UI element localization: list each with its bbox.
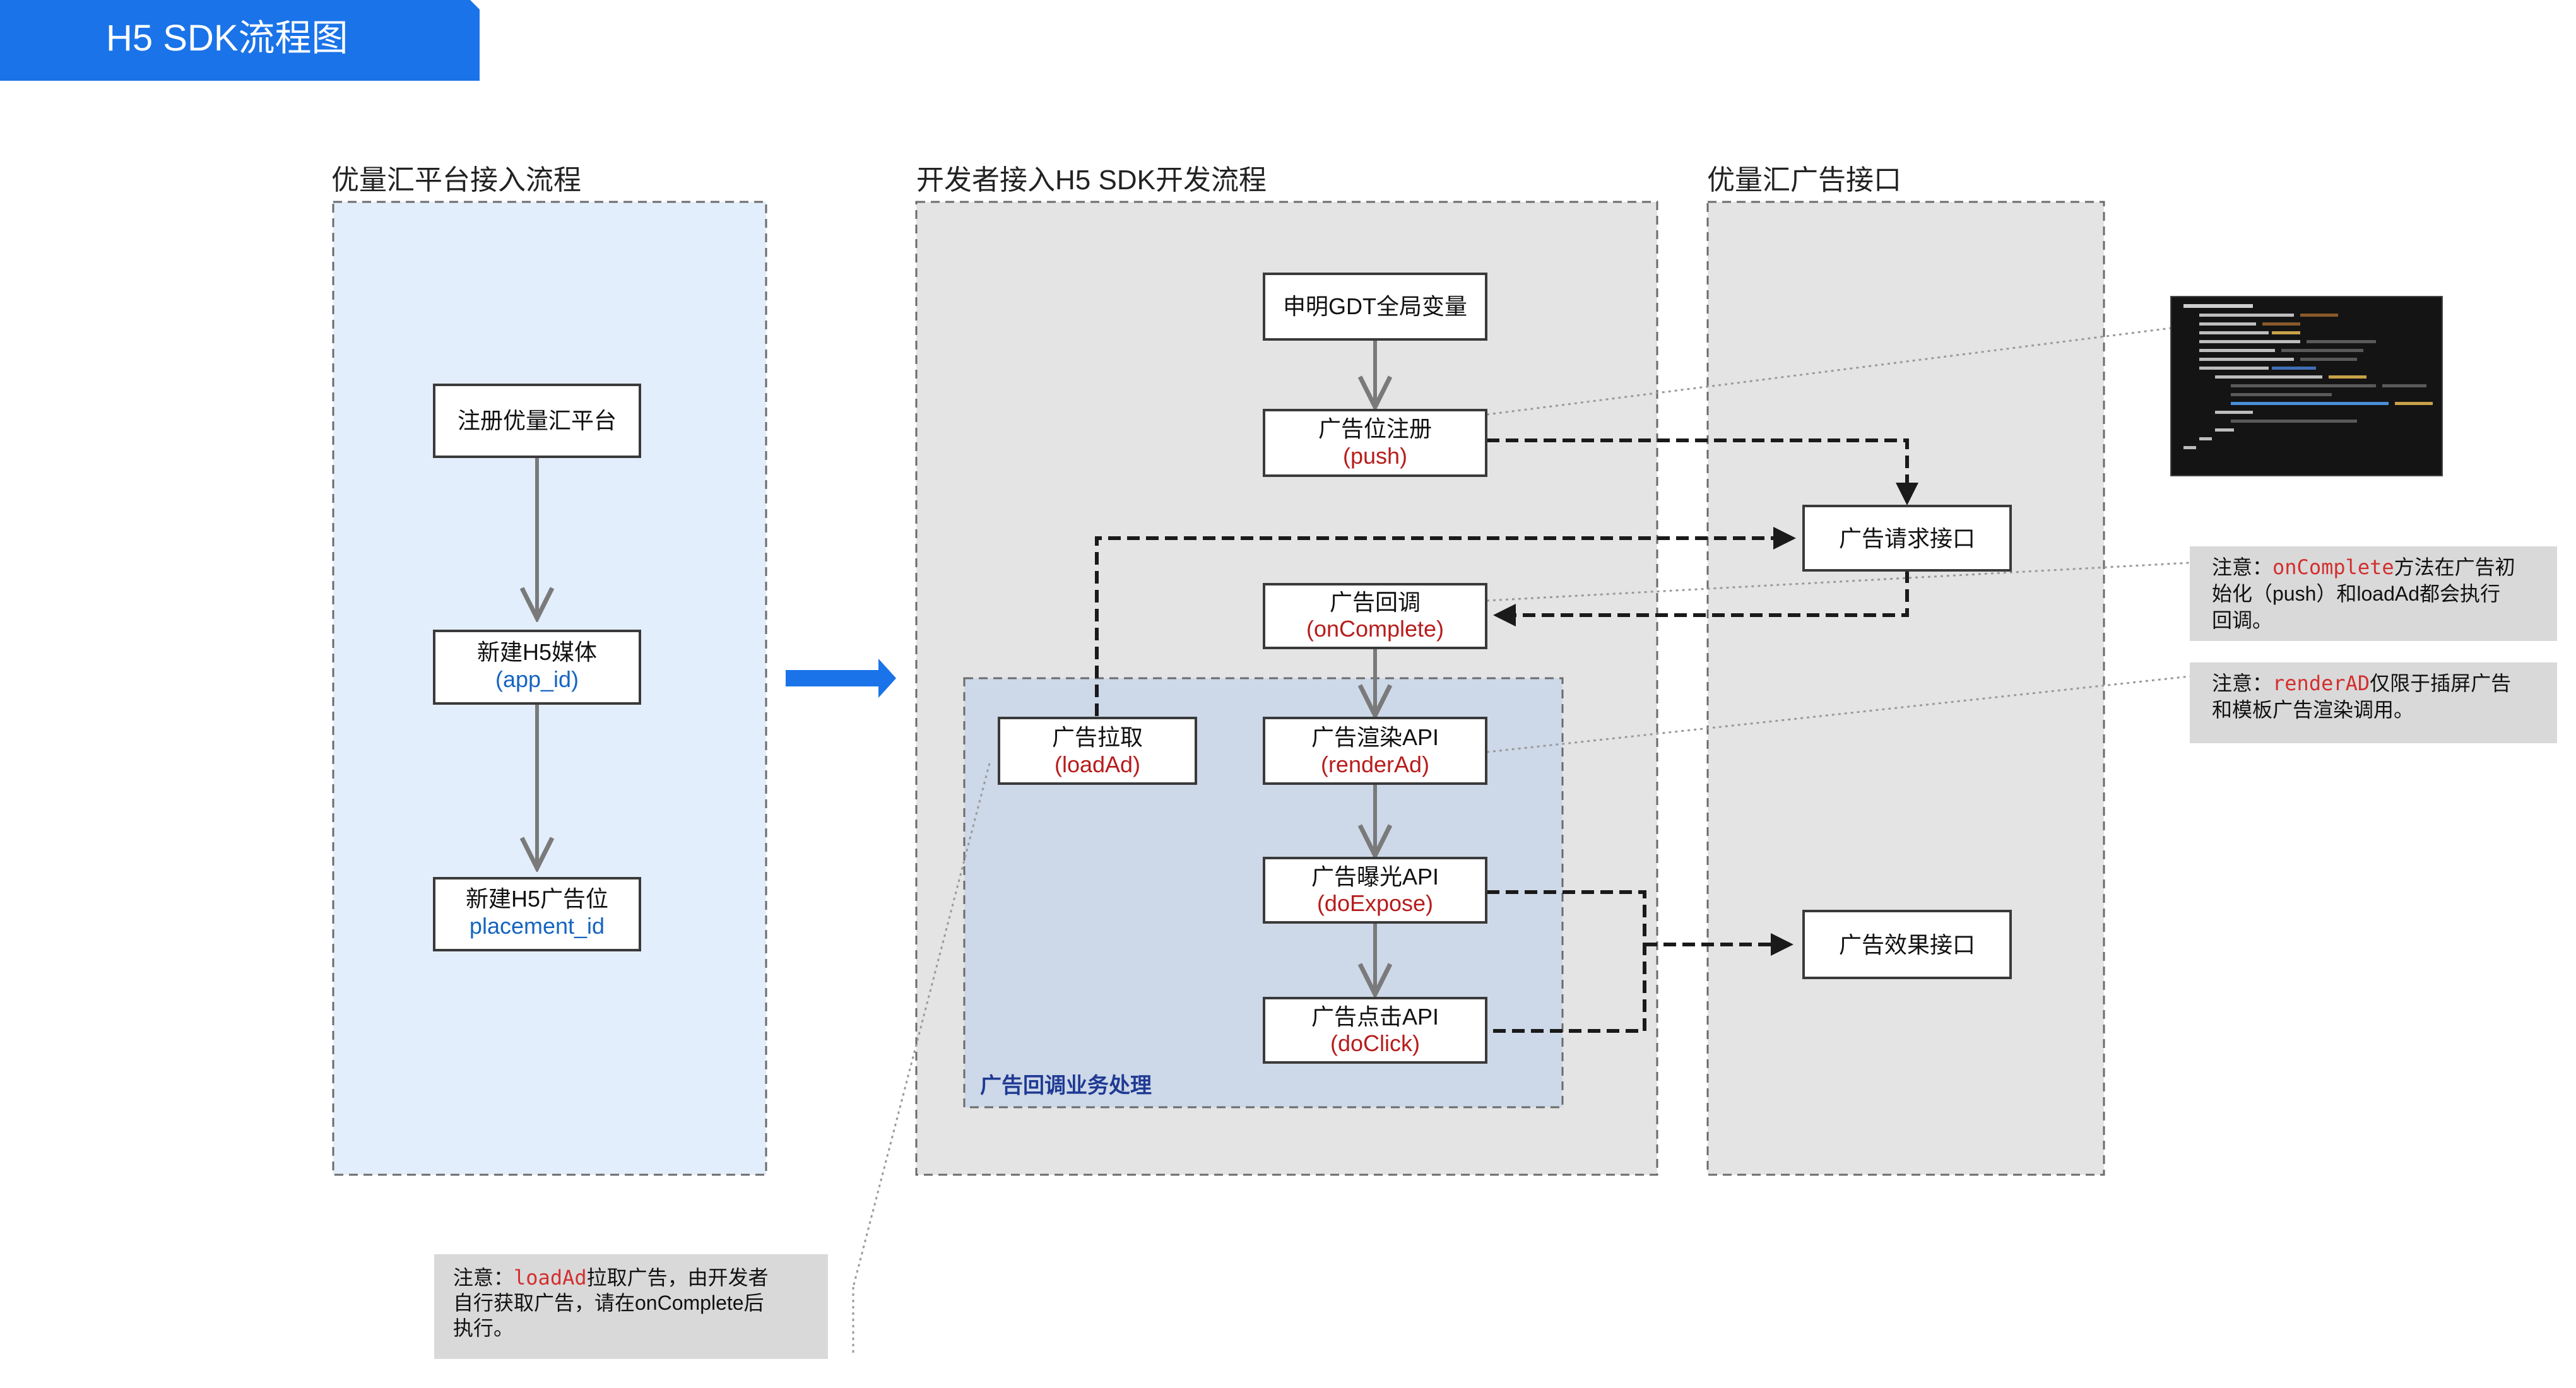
page-title: H5 SDK流程图 bbox=[106, 18, 348, 59]
note-oncomplete-line2: 始化（push）和loadAd都会执行 bbox=[2212, 582, 2500, 605]
transition-arrow bbox=[786, 659, 896, 698]
code-thumbnail bbox=[2170, 296, 2443, 476]
node-render-sublabel: (renderAd) bbox=[1321, 751, 1429, 777]
node-expose-sublabel: (doExpose) bbox=[1317, 890, 1433, 916]
node-register-label: 注册优量汇平台 bbox=[458, 408, 617, 433]
lane-label-api: 优量汇广告接口 bbox=[1707, 165, 1901, 196]
node-adslot-sublabel: placement_id bbox=[470, 913, 605, 939]
note-renderad-line1: 注意：renderAD仅限于插屏广告 bbox=[2212, 671, 2511, 695]
node-declare: 申明GDT全局变量 bbox=[1263, 273, 1487, 341]
note-oncomplete-line1: 注意：onComplete方法在广告初 bbox=[2212, 555, 2515, 579]
node-push-label: 广告位注册 bbox=[1318, 416, 1432, 442]
header-banner-shape bbox=[0, 0, 480, 81]
lane-label-developer: 开发者接入H5 SDK开发流程 bbox=[916, 165, 1267, 196]
node-register: 注册优量汇平台 bbox=[433, 384, 641, 458]
node-click-label: 广告点击API bbox=[1311, 1004, 1439, 1030]
connector-request-callback bbox=[1493, 570, 1909, 626]
node-request: 广告请求接口 bbox=[1802, 505, 2012, 572]
node-push-sublabel: (push) bbox=[1343, 443, 1407, 469]
node-media-label: 新建H5媒体 bbox=[477, 639, 597, 665]
node-expose: 广告曝光API (doExpose) bbox=[1263, 857, 1487, 924]
node-render-label: 广告渲染API bbox=[1311, 724, 1439, 750]
note-loadad-line2: 自行获取广告，请在onComplete后 bbox=[453, 1291, 764, 1314]
callback-zone-label: 广告回调业务处理 bbox=[980, 1074, 1152, 1098]
header-banner: H5 SDK流程图 bbox=[0, 0, 480, 81]
node-callback-label: 广告回调 bbox=[1330, 589, 1421, 615]
note-loadad-line3: 执行。 bbox=[453, 1317, 514, 1339]
connector-loadad-request bbox=[1095, 527, 1796, 716]
node-media: 新建H5媒体 (app_id) bbox=[433, 630, 641, 705]
node-callback: 广告回调 (onComplete) bbox=[1263, 583, 1487, 649]
node-effect-label: 广告效果接口 bbox=[1839, 932, 1975, 958]
note-loadad: 注意：loadAd拉取广告，由开发者 自行获取广告，请在onComplete后 … bbox=[434, 1254, 828, 1359]
leader-code bbox=[1486, 327, 2171, 416]
node-render: 广告渲染API (renderAd) bbox=[1263, 717, 1487, 785]
node-effect: 广告效果接口 bbox=[1802, 910, 2012, 979]
node-click: 广告点击API (doClick) bbox=[1263, 997, 1487, 1064]
node-callback-sublabel: (onComplete) bbox=[1306, 616, 1444, 642]
node-push: 广告位注册 (push) bbox=[1263, 409, 1487, 477]
leader-loadad bbox=[852, 763, 991, 1288]
node-request-label: 广告请求接口 bbox=[1839, 526, 1975, 551]
node-adslot-label: 新建H5广告位 bbox=[466, 886, 608, 912]
lane-api bbox=[1706, 201, 2105, 1176]
node-adslot: 新建H5广告位 placement_id bbox=[433, 877, 641, 951]
note-renderad-line2: 和模板广告渲染调用。 bbox=[2212, 698, 2414, 721]
node-loadad-sublabel: (loadAd) bbox=[1055, 751, 1140, 777]
node-loadad-label: 广告拉取 bbox=[1052, 724, 1143, 750]
node-declare-label: 申明GDT全局变量 bbox=[1283, 293, 1467, 319]
node-click-sublabel: (doClick) bbox=[1330, 1030, 1420, 1056]
note-oncomplete: 注意：onComplete方法在广告初 始化（push）和loadAd都会执行 … bbox=[2190, 546, 2557, 641]
note-loadad-line1: 注意：loadAd拉取广告，由开发者 bbox=[453, 1266, 769, 1290]
lane-label-platform: 优量汇平台接入流程 bbox=[331, 165, 581, 196]
connector-push-request bbox=[1487, 438, 1918, 505]
connector-expose-effect bbox=[1487, 890, 1646, 1033]
leader-renderad bbox=[1486, 675, 2190, 753]
node-media-sublabel: (app_id) bbox=[495, 666, 579, 692]
node-expose-label: 广告曝光API bbox=[1311, 864, 1439, 890]
note-oncomplete-line3: 回调。 bbox=[2212, 609, 2272, 632]
note-renderad: 注意：renderAD仅限于插屏广告 和模板广告渲染调用。 bbox=[2190, 662, 2557, 743]
node-loadad: 广告拉取 (loadAd) bbox=[998, 717, 1197, 785]
